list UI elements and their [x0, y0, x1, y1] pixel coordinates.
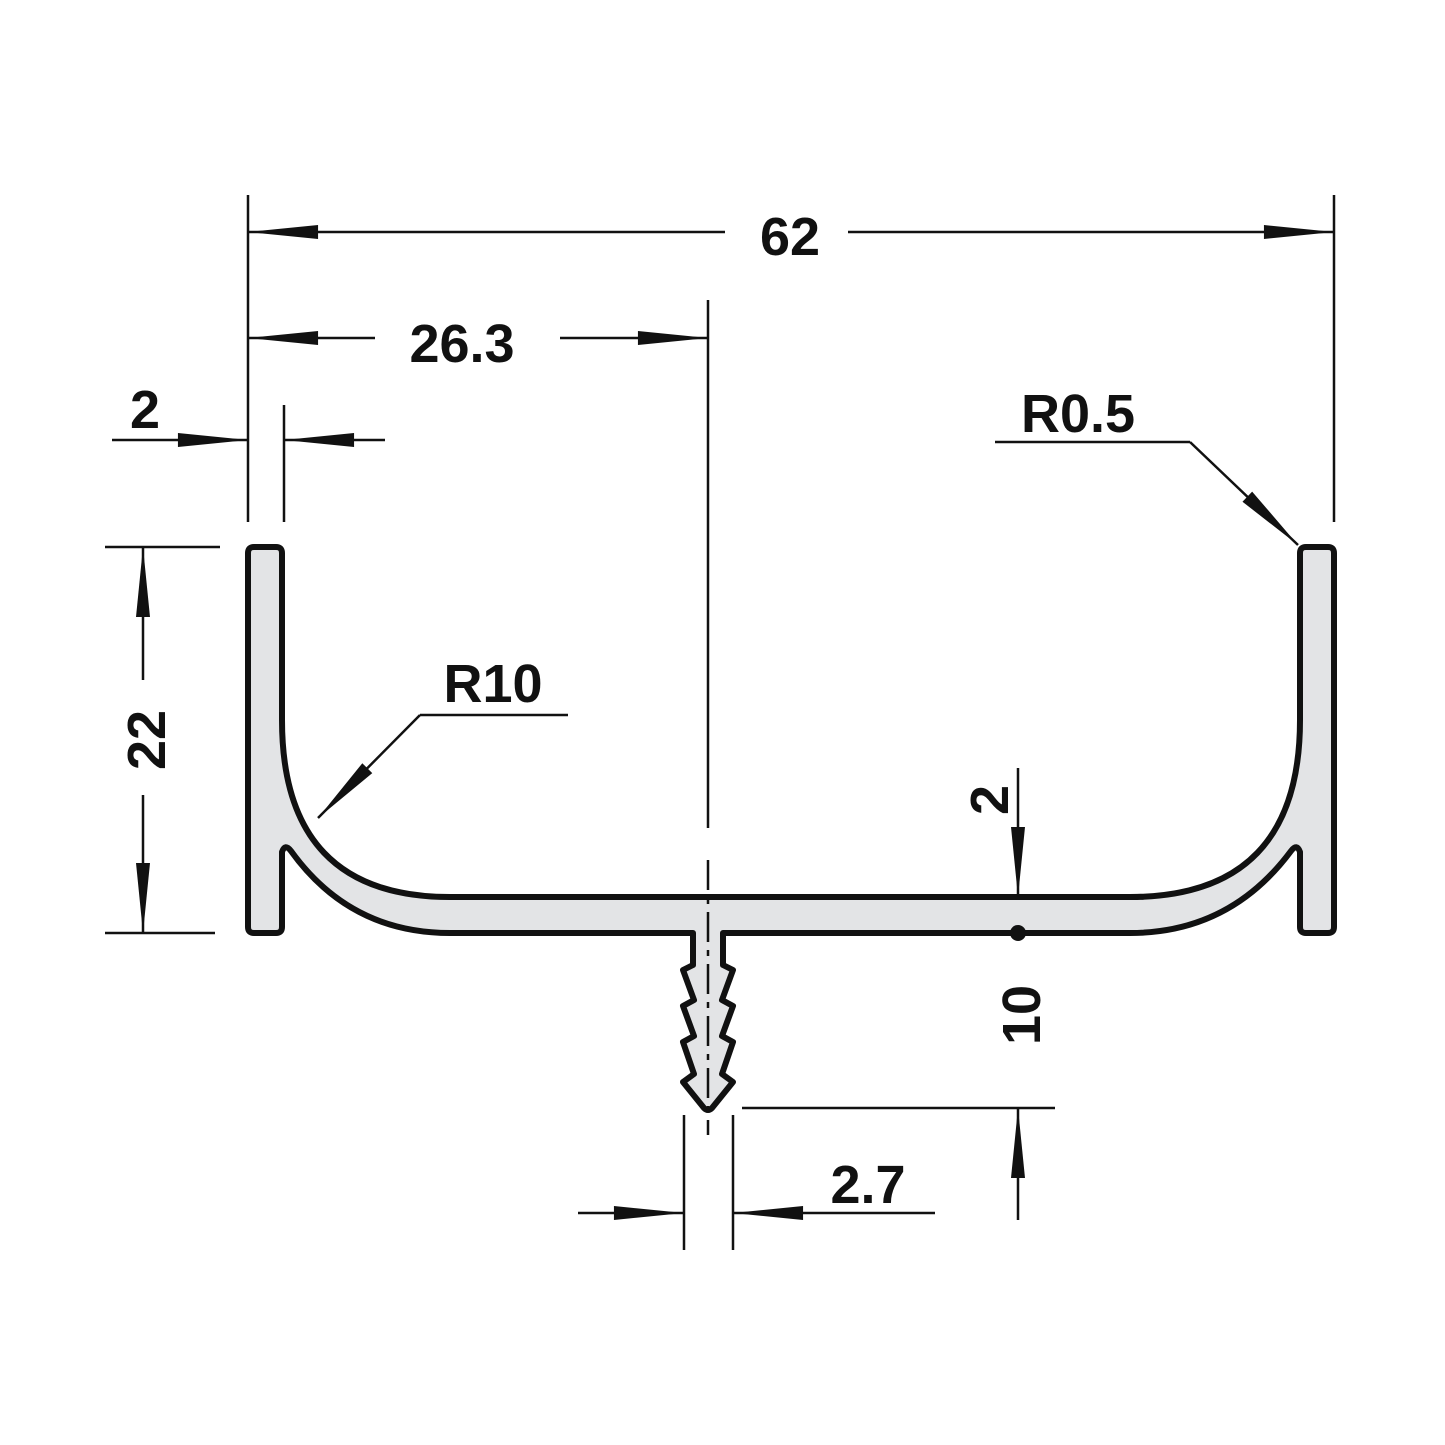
dim-base-thickness: 2: [960, 768, 1026, 941]
label-22: 22: [117, 710, 177, 770]
dim-overall-width: 62: [246, 195, 1336, 522]
label-r10: R10: [443, 654, 542, 714]
dim-stem-length: 10: [742, 985, 1055, 1220]
dim-outer-radius: R0.5: [995, 384, 1299, 546]
dim-height: 22: [105, 545, 220, 935]
profile-outline: [245, 544, 1337, 1113]
label-r0-5: R0.5: [1021, 384, 1135, 444]
dim-center-offset: 26.3: [248, 314, 708, 374]
label-2-7: 2.7: [830, 1155, 905, 1215]
label-10: 10: [992, 985, 1052, 1045]
label-wall-2: 2: [130, 380, 160, 440]
label-26-3: 26.3: [409, 314, 514, 374]
label-62: 62: [760, 207, 820, 267]
dim-wall-thickness: 2: [112, 380, 385, 522]
label-base-2: 2: [960, 785, 1020, 815]
dim-stem-width: 2.7: [578, 1115, 935, 1250]
dim-inner-radius: R10: [317, 654, 568, 819]
